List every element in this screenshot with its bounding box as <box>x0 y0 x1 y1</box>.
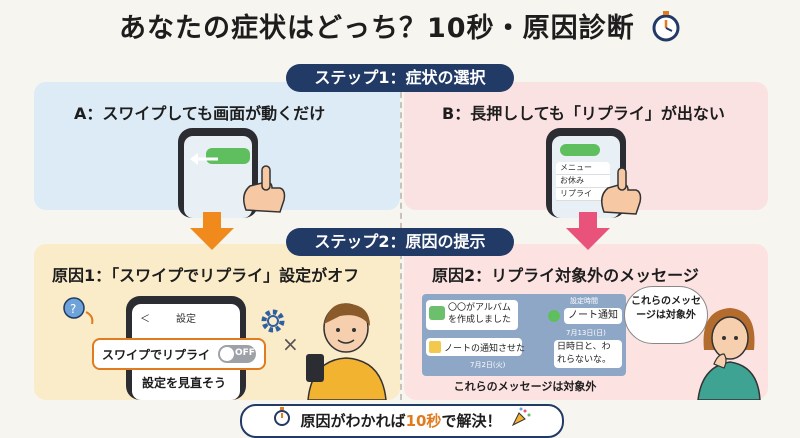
cross-icon: × <box>282 332 299 356</box>
step1-label: ステップ1：症状の選択 <box>286 64 514 92</box>
down-arrow-icon <box>190 212 234 254</box>
menu-item[interactable]: お休み <box>556 175 610 188</box>
speech-bubble: これらのメッセージは対象外 <box>624 286 708 344</box>
excluded-caption: これらのメッセージは対象外 <box>453 380 597 393</box>
date-badge: 設定時間 <box>570 297 598 305</box>
footer-text-pre: 原因がわかれば <box>300 412 406 430</box>
symptom-a-heading: A：スワイプしても画面が動くだけ <box>74 104 326 123</box>
down-arrow-icon <box>566 212 610 254</box>
toggle-knob <box>220 347 234 361</box>
settings-title: 設定 <box>176 314 196 325</box>
album-icon <box>429 306 445 320</box>
party-popper-icon <box>511 407 531 437</box>
menu-item[interactable]: リプライ <box>556 188 610 201</box>
thinking-icon: ? <box>60 294 100 328</box>
footer-banner: 原因がわかれば10秒で解決！ <box>240 404 564 438</box>
cause-1-heading: 原因1：「スワイプでリプライ」設定がオフ <box>52 266 360 285</box>
step2-label: ステップ2：原因の提示 <box>286 228 514 256</box>
back-button[interactable]: ＜ <box>140 314 150 325</box>
footer-highlight: 10秒 <box>405 412 442 430</box>
stopwatch-icon <box>651 10 681 49</box>
menu-item[interactable]: メニュー <box>556 162 610 175</box>
hand-icon <box>236 160 292 220</box>
stopwatch-icon <box>273 406 291 437</box>
album-message: 〇〇がアルバムを作成しました <box>426 300 518 330</box>
thinking-woman <box>694 300 764 404</box>
toggle-state: OFF <box>235 348 255 358</box>
cause-2-heading: 原因2：リプライ対象外のメッセージ <box>432 266 699 285</box>
note-share-message: ノートの通知させた <box>426 338 525 356</box>
chat-screenshot: 〇〇がアルバムを作成しました 設定時間 ノート通知 7月13日(日) ノートの通… <box>422 294 626 376</box>
date-row: 7月2日(火) <box>470 361 506 369</box>
hand-icon <box>596 164 646 220</box>
person-with-phone <box>300 296 396 404</box>
setting-label: スワイプでリプライ <box>102 348 211 362</box>
reply-toggle[interactable]: OFF <box>218 345 256 363</box>
swipe-reply-setting[interactable]: スワイプでリプライ OFF <box>92 338 266 370</box>
note-share-icon <box>429 341 441 353</box>
gear-icon <box>258 306 288 340</box>
date-message: 日時日と、われらないな。 <box>554 340 622 368</box>
note-message: ノート通知 <box>564 308 622 324</box>
context-menu: メニュー お休み リプライ <box>556 162 610 201</box>
phone-illustration: メニュー お休み リプライ <box>546 128 626 218</box>
footer-text-post: で解決！ <box>441 412 502 430</box>
message-bubble <box>560 144 600 156</box>
note-icon <box>548 310 560 322</box>
page-title: あなたの症状はどっち？10秒・原因診断 <box>0 6 800 49</box>
date-label: 7月13日(日) <box>566 329 606 337</box>
review-settings-text: 設定を見直そう <box>142 376 227 390</box>
symptom-b-heading: B：長押ししても「リプライ」が出ない <box>442 104 725 123</box>
svg-text:?: ? <box>70 302 76 316</box>
swipe-arrow-icon <box>190 150 220 169</box>
